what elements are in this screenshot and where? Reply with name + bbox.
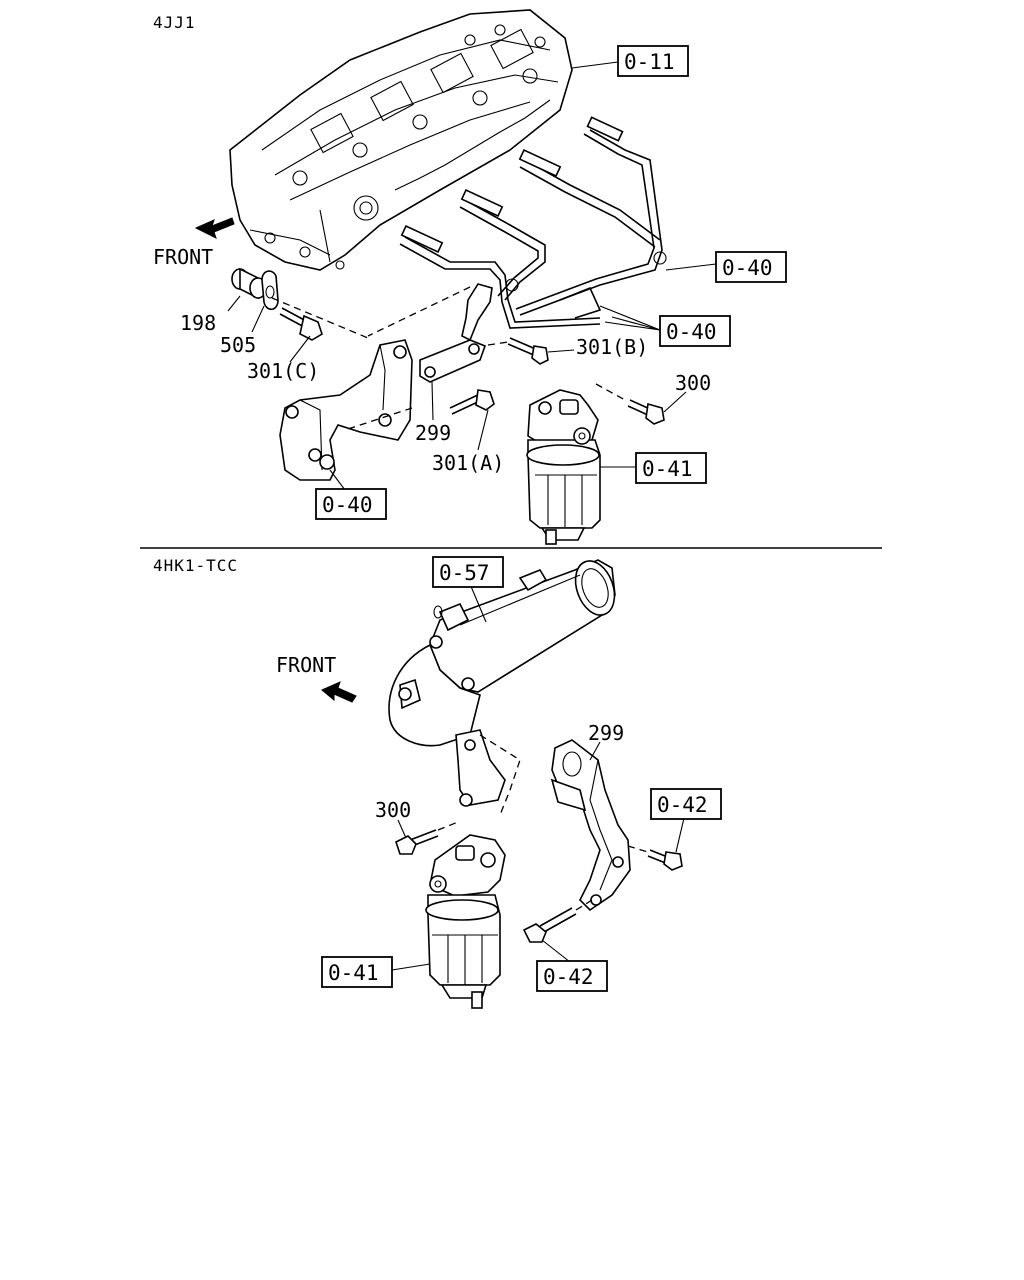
dashed-line-upper (367, 286, 471, 337)
ref-box-011[interactable]: 0-11 (617, 45, 689, 77)
cylinder-head-drawing (229, 9, 573, 271)
callout-301b: 301(B) (576, 335, 648, 359)
ref-box-040-bracket[interactable]: 0-40 (315, 488, 387, 520)
spacer-198-drawing (231, 267, 267, 300)
ref-box-057[interactable]: 0-57 (432, 556, 504, 588)
section-title-4hk1-tcc: 4HK1-TCC (153, 556, 238, 575)
leader-041-bottom (391, 963, 431, 971)
dashed-line-cooler (479, 734, 521, 816)
callout-198: 198 (180, 311, 216, 335)
leader-011 (571, 61, 619, 69)
bolt-300-top-drawing (627, 399, 665, 425)
front-label-bottom: FRONT (276, 653, 336, 677)
fuel-pipes-drawing (399, 116, 667, 329)
leader-505 (251, 305, 265, 333)
ref-label-041-top: 0-41 (642, 457, 693, 481)
dashed-line-300-top (595, 383, 626, 401)
bolt-042-right-drawing (647, 849, 683, 871)
callout-300-bottom: 300 (375, 798, 411, 822)
ref-label-042a: 0-42 (657, 793, 708, 817)
leader-198 (227, 295, 241, 312)
leader-042a (675, 817, 685, 853)
callout-301a: 301(A) (432, 451, 504, 475)
bolt-042-lower-drawing (522, 907, 577, 943)
bolt-300-bottom-drawing (395, 829, 439, 855)
dashed-line-042-lower (575, 899, 593, 911)
mounting-bracket-drawing (279, 339, 413, 481)
ref-label-040a: 0-40 (722, 256, 773, 280)
dashed-line-301b (487, 341, 509, 346)
ref-label-040c: 0-40 (322, 493, 373, 517)
fuel-filter-bottom-drawing (425, 834, 506, 1009)
front-arrow-bottom-icon (321, 681, 357, 703)
ref-box-040-lines[interactable]: 0-40 (659, 315, 731, 347)
ref-label-041-bottom: 0-41 (328, 961, 379, 985)
dashed-alignment-line (271, 297, 369, 339)
washer-505-drawing (261, 270, 279, 311)
leader-057 (469, 583, 487, 623)
callout-301c: 301(C) (247, 359, 319, 383)
bolt-301a-drawing (449, 389, 495, 415)
egr-cooler-drawing (388, 559, 616, 807)
leader-040a (665, 263, 717, 271)
bracket-299-bottom-drawing (550, 739, 631, 912)
bolt-301c-drawing (279, 307, 323, 341)
connector-plate-drawing (419, 283, 493, 383)
leader-301c (289, 335, 311, 363)
leader-301a (477, 409, 489, 451)
callout-299-bottom: 299 (588, 721, 624, 745)
leader-301b (547, 349, 575, 353)
ref-box-042-right[interactable]: 0-42 (650, 788, 722, 820)
ref-box-040-pipes[interactable]: 0-40 (715, 251, 787, 283)
section-title-4jj1: 4JJ1 (153, 13, 196, 32)
front-arrow-icon (194, 217, 235, 239)
ref-label-042b: 0-42 (543, 965, 594, 989)
front-label-top: FRONT (153, 245, 213, 269)
leader-300-bottom (397, 819, 407, 839)
leader-042b (541, 939, 571, 963)
leader-300-top (663, 391, 687, 413)
fuel-filter-top-drawing (526, 389, 601, 545)
ref-box-042-lower[interactable]: 0-42 (536, 960, 608, 992)
leader-040b (599, 305, 661, 331)
leader-299-top (431, 381, 434, 421)
ref-label-057: 0-57 (439, 561, 490, 585)
callout-299-top: 299 (415, 421, 451, 445)
dashed-line-300-bottom (437, 821, 459, 831)
leader-299-bottom (589, 741, 601, 761)
ref-box-041-bottom[interactable]: 0-41 (321, 956, 393, 988)
ref-label-040b: 0-40 (666, 320, 717, 344)
callout-505: 505 (220, 333, 256, 357)
ref-box-041-top[interactable]: 0-41 (635, 452, 707, 484)
dashed-line-042-right (627, 845, 649, 853)
ref-label-011: 0-11 (624, 50, 675, 74)
callout-300-top: 300 (675, 371, 711, 395)
bolt-301b-drawing (507, 337, 549, 365)
